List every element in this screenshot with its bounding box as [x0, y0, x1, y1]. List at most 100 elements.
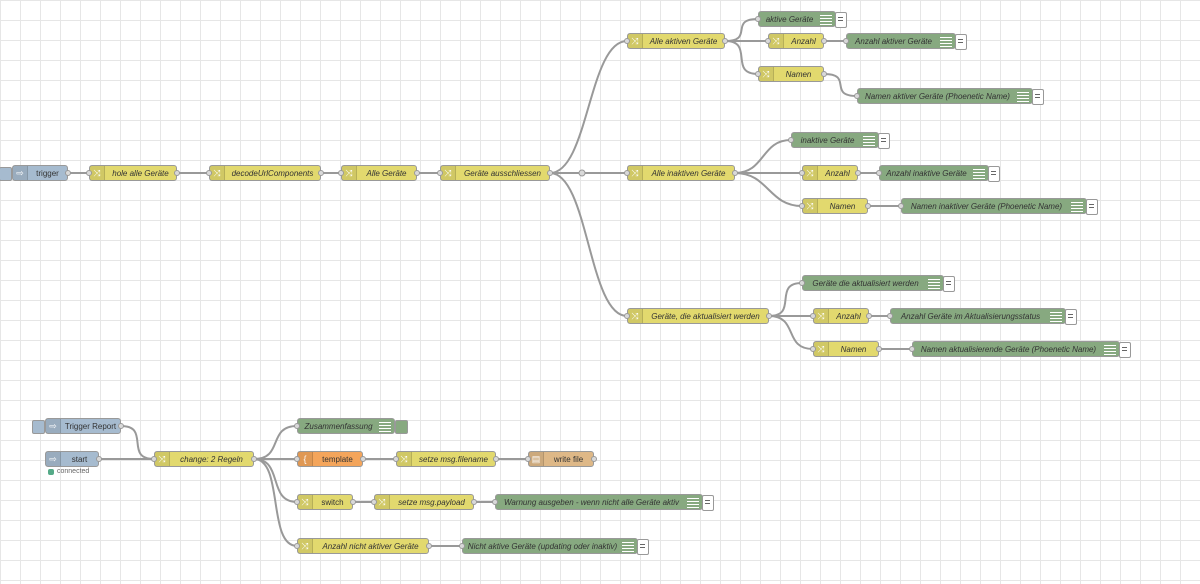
debug-toggle-button[interactable] [1065, 309, 1077, 325]
output-port[interactable] [821, 71, 827, 77]
input-port[interactable] [624, 170, 630, 176]
output-port[interactable] [591, 456, 597, 462]
debug-toggle-button[interactable] [1086, 199, 1098, 215]
change-node-alle[interactable]: ⤨Alle Geräte [338, 165, 420, 181]
output-port[interactable] [876, 346, 882, 352]
debug-node-dbg_nam_akt[interactable]: Namen aktiver Geräte (Phoenetic Name) [854, 88, 1044, 105]
template-node-templ[interactable]: {template [294, 451, 366, 467]
output-port[interactable] [855, 170, 861, 176]
debug-node-dbg_upd[interactable]: Geräte die aktualisiert werden [799, 275, 955, 292]
wire-ausschl-aktiv[interactable] [549, 40, 628, 174]
debug-node-dbg_anz_upd[interactable]: Anzahl Geräte im Aktualisierungsstatus [887, 308, 1077, 325]
input-port[interactable] [459, 543, 465, 549]
change-node-setpl[interactable]: ⤨setze msg.payload [371, 494, 477, 510]
input-port[interactable] [799, 203, 805, 209]
inject-node-trig_rep[interactable]: ⇨Trigger Report [32, 418, 124, 434]
change-node-anz_nakt[interactable]: ⤨Anzahl nicht aktiver Geräte [294, 538, 432, 554]
input-port[interactable] [810, 313, 816, 319]
debug-toggle-button[interactable] [943, 276, 955, 292]
input-port[interactable] [525, 456, 531, 462]
debug-node-dbg_inakt[interactable]: inaktive Geräte [788, 132, 890, 149]
wire-change2-switch[interactable] [253, 458, 298, 503]
debug-node-dbg_nakt[interactable]: Nicht aktive Geräte (updating oder inakt… [459, 538, 649, 555]
input-port[interactable] [765, 38, 771, 44]
change-node-change2[interactable]: ⤨change: 2 Regeln [151, 451, 257, 467]
change-node-anz_inakt[interactable]: ⤨Anzahl [799, 165, 861, 181]
output-port[interactable] [426, 543, 432, 549]
switch-node-switch[interactable]: ⤨switch [294, 494, 356, 510]
change-node-ausschl[interactable]: ⤨Geräte ausschliessen [437, 165, 553, 181]
input-port[interactable] [151, 456, 157, 462]
input-port[interactable] [437, 170, 443, 176]
change-node-upd[interactable]: ⤨Geräte, die aktualisiert werden [624, 308, 772, 324]
output-port[interactable] [174, 170, 180, 176]
inject-button[interactable] [0, 167, 12, 181]
wire-nam_akt-dbg_nam_akt[interactable] [823, 73, 858, 97]
change-node-hole[interactable]: ⤨hole alle Geräte [86, 165, 180, 181]
wire-upd-nam_upd[interactable] [768, 315, 814, 350]
junction-node[interactable] [578, 169, 586, 177]
output-port[interactable] [722, 38, 728, 44]
file-node-wfile[interactable]: ▤write file [525, 451, 597, 467]
input-port[interactable] [898, 203, 904, 209]
debug-toggle-button[interactable] [878, 133, 890, 149]
output-port[interactable] [118, 423, 124, 429]
debug-toggle-button[interactable] [835, 12, 847, 28]
change-node-aktiv[interactable]: ⤨Alle aktiven Geräte [624, 33, 728, 49]
output-port[interactable] [732, 170, 738, 176]
output-port[interactable] [96, 456, 102, 462]
input-port[interactable] [843, 38, 849, 44]
output-port[interactable] [471, 499, 477, 505]
input-port[interactable] [799, 280, 805, 286]
input-port[interactable] [294, 456, 300, 462]
change-node-anz_akt[interactable]: ⤨Anzahl [765, 33, 827, 49]
input-port[interactable] [338, 170, 344, 176]
wire-change2-anz_nakt[interactable] [253, 458, 298, 547]
output-port[interactable] [821, 38, 827, 44]
wire-aktiv-nam_akt[interactable] [724, 40, 759, 75]
wire-trig_rep-change2[interactable] [120, 425, 155, 460]
debug-node-zusam[interactable]: Zusammenfassung [294, 418, 408, 434]
debug-node-dbg_nam_inakt[interactable]: Namen inaktiver Geräte (Phoenetic Name) [898, 198, 1098, 215]
output-port[interactable] [766, 313, 772, 319]
wire-inakt-nam_inakt[interactable] [734, 172, 803, 207]
input-port[interactable] [294, 499, 300, 505]
output-port[interactable] [318, 170, 324, 176]
input-port[interactable] [206, 170, 212, 176]
debug-toggle-button[interactable] [395, 420, 408, 434]
change-node-decode[interactable]: ⤨decodeUrlComponents [206, 165, 324, 181]
output-port[interactable] [865, 203, 871, 209]
output-port[interactable] [350, 499, 356, 505]
input-port[interactable] [86, 170, 92, 176]
output-port[interactable] [866, 313, 872, 319]
wire-aktiv-dbg_aktiv[interactable] [724, 18, 759, 42]
input-port[interactable] [887, 313, 893, 319]
wire-inakt-dbg_inakt[interactable] [734, 139, 792, 174]
change-node-nam_inakt[interactable]: ⤨Namen [799, 198, 871, 214]
output-port[interactable] [65, 170, 71, 176]
input-port[interactable] [788, 137, 794, 143]
input-port[interactable] [755, 71, 761, 77]
wire-ausschl-upd[interactable] [549, 172, 628, 317]
input-port[interactable] [854, 93, 860, 99]
input-port[interactable] [799, 170, 805, 176]
inject-node-start[interactable]: ⇨start [45, 451, 102, 467]
debug-toggle-button[interactable] [988, 166, 1000, 182]
output-port[interactable] [360, 456, 366, 462]
change-node-nam_akt[interactable]: ⤨Namen [755, 66, 827, 82]
wire-change2-zusam[interactable] [253, 425, 298, 460]
debug-toggle-button[interactable] [637, 539, 649, 555]
output-port[interactable] [493, 456, 499, 462]
debug-node-dbg_anz_inakt[interactable]: Anzahl inaktive Geräte [876, 165, 1000, 182]
debug-node-dbg_nam_upd[interactable]: Namen aktualisierende Geräte (Phoenetic … [909, 341, 1131, 358]
output-port[interactable] [251, 456, 257, 462]
input-port[interactable] [810, 346, 816, 352]
inject-node-trigger[interactable]: ⇨trigger [0, 165, 71, 181]
input-port[interactable] [909, 346, 915, 352]
input-port[interactable] [876, 170, 882, 176]
change-node-nam_upd[interactable]: ⤨Namen [810, 341, 882, 357]
change-node-anz_upd[interactable]: ⤨Anzahl [810, 308, 872, 324]
debug-node-dbg_aktiv[interactable]: aktive Geräte [755, 11, 847, 28]
input-port[interactable] [624, 38, 630, 44]
input-port[interactable] [393, 456, 399, 462]
